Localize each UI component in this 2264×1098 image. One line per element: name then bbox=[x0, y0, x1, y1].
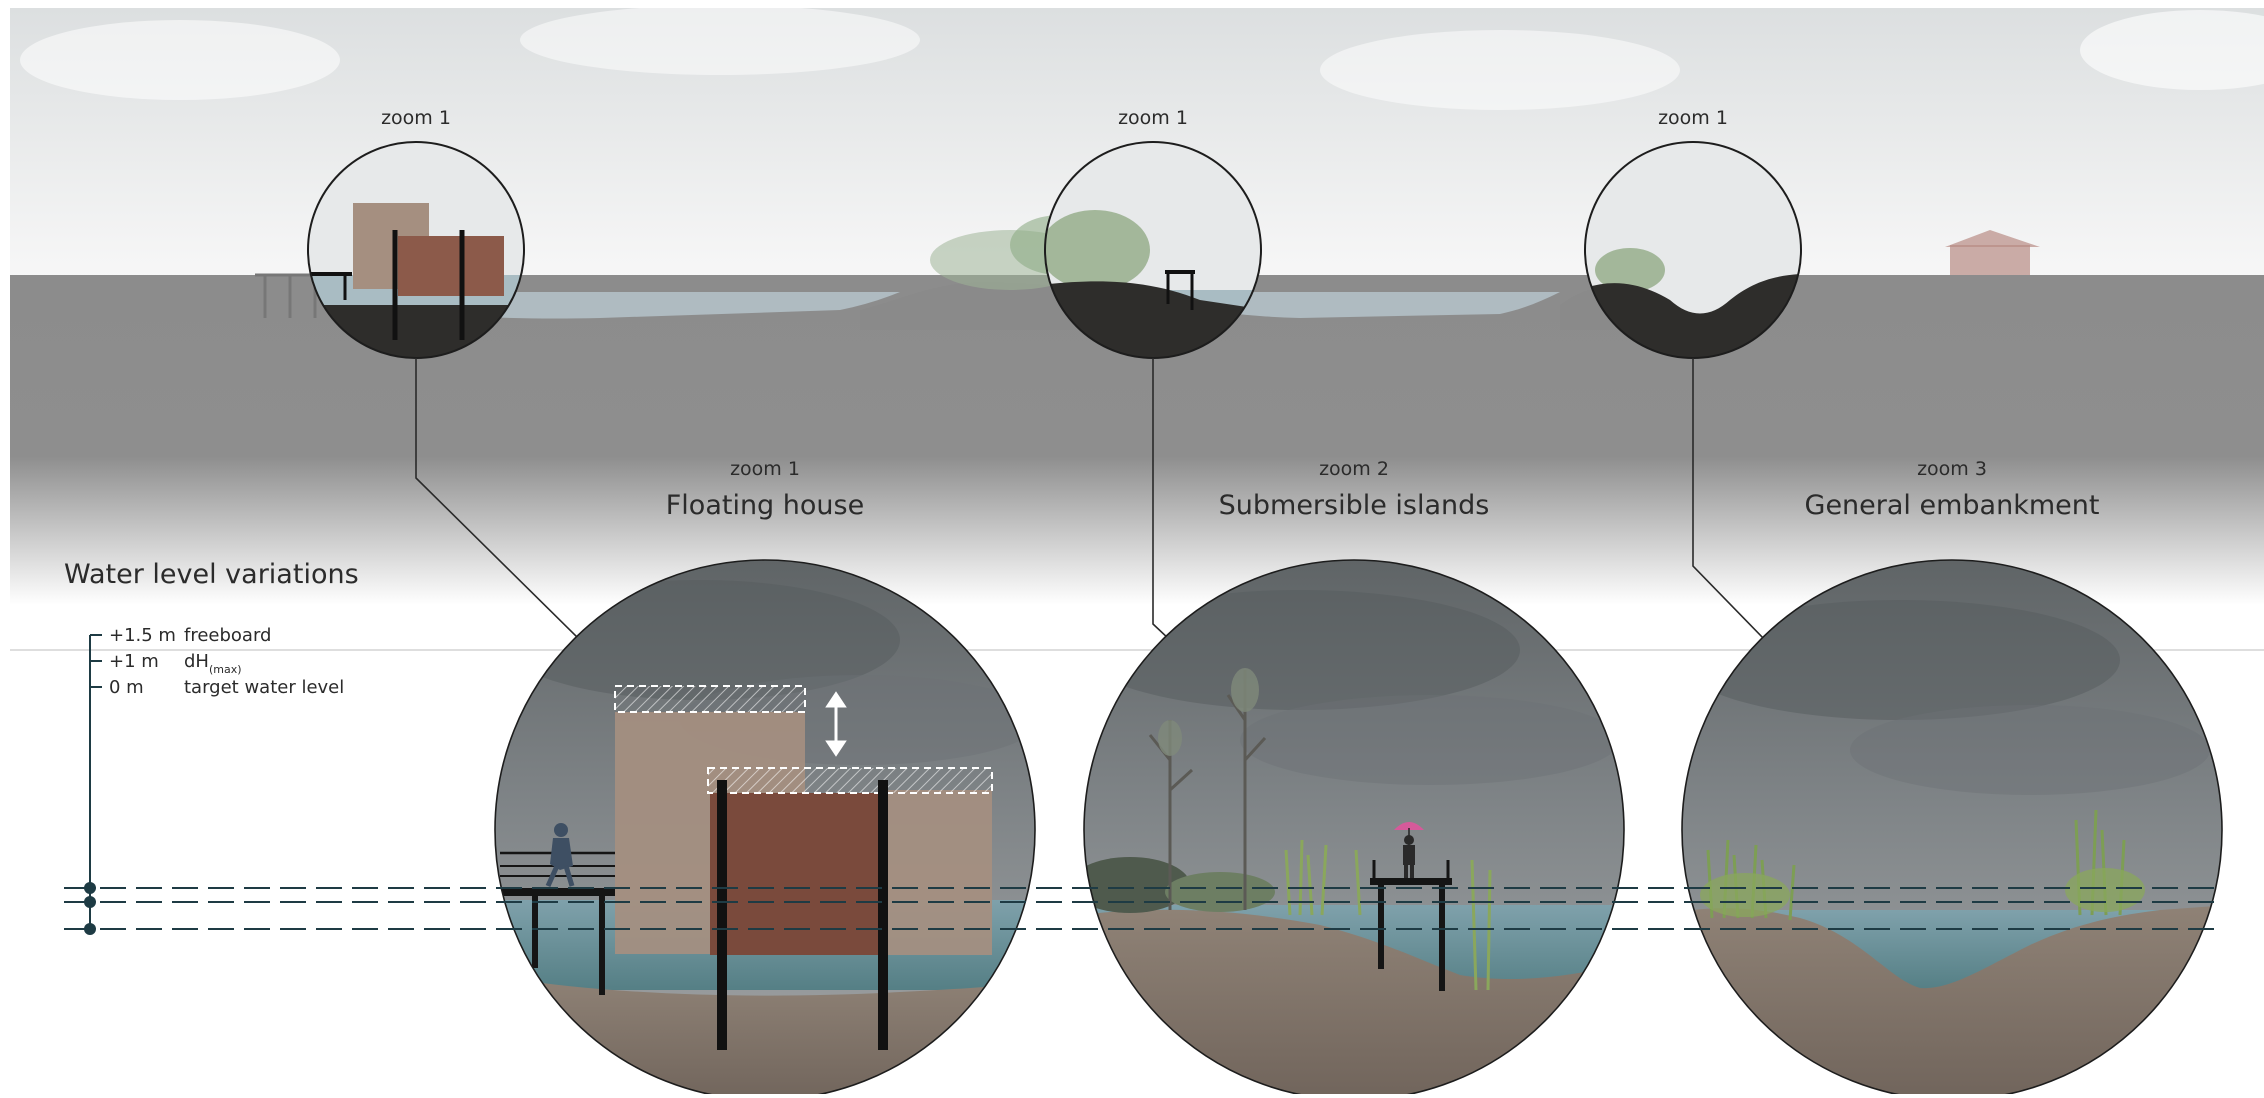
jetty bbox=[495, 851, 615, 995]
detail-title: Floating house bbox=[666, 490, 864, 521]
water-level-scale bbox=[89, 634, 102, 930]
house-volume-dark bbox=[710, 793, 882, 955]
top-zoom-label: zoom 1 bbox=[1658, 107, 1728, 129]
level-label: target water level bbox=[184, 677, 344, 698]
person-with-umbrella bbox=[1394, 822, 1424, 878]
distant-house bbox=[1945, 230, 2040, 275]
house-volume-light bbox=[880, 790, 992, 955]
level-label: freeboard bbox=[184, 625, 271, 646]
leader-lines bbox=[415, 358, 1766, 641]
person bbox=[545, 823, 575, 888]
level-markers bbox=[84, 882, 96, 935]
jetty bbox=[1370, 860, 1452, 991]
level-value: +1.5 m bbox=[109, 625, 176, 646]
soil bbox=[1682, 905, 2222, 1098]
water-level-lines bbox=[64, 887, 2224, 930]
pile bbox=[717, 780, 727, 1050]
detail-zoom-label: zoom 2 bbox=[1319, 458, 1389, 480]
freeboard-outline bbox=[614, 685, 806, 713]
detail-title: General embankment bbox=[1805, 490, 2100, 521]
pile bbox=[878, 780, 888, 1050]
top-zoom-label: zoom 1 bbox=[1118, 107, 1188, 129]
level-label: dH(max) bbox=[184, 651, 242, 676]
detail-zoom-label: zoom 1 bbox=[730, 458, 800, 480]
level-value: 0 m bbox=[109, 677, 144, 698]
top-zoom-label: zoom 1 bbox=[381, 107, 451, 129]
vertical-arrow-icon bbox=[825, 691, 847, 757]
detail-circle-submersible-islands bbox=[1083, 559, 1625, 1098]
water-strip bbox=[1160, 292, 1560, 318]
detail-zoom-label: zoom 3 bbox=[1917, 458, 1987, 480]
detail-circle-general-embankment bbox=[1681, 559, 2223, 1098]
detail-circle-floating-house bbox=[494, 559, 1036, 1098]
detail-title: Submersible islands bbox=[1219, 490, 1490, 521]
level-value: +1 m bbox=[109, 651, 159, 672]
shrub bbox=[1084, 857, 1190, 913]
freeboard-outline bbox=[707, 767, 993, 794]
legend-title: Water level variations bbox=[64, 559, 359, 590]
